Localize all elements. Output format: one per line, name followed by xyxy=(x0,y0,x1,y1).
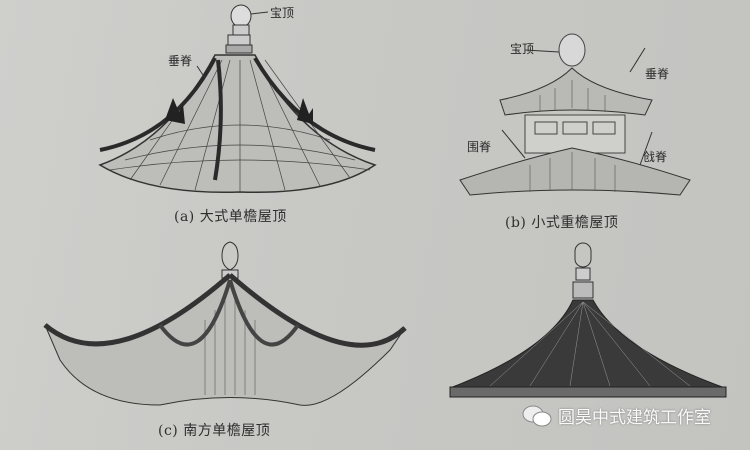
roof-c-illustration xyxy=(43,241,407,406)
label-baoding-a: 宝顶 xyxy=(270,6,295,20)
roof-b-illustration xyxy=(459,33,691,196)
wechat-icon xyxy=(522,405,552,427)
watermark: 圆昊中式建筑工作室 xyxy=(522,403,711,428)
label-chuiji-b: 垂脊 xyxy=(645,67,670,81)
figure-d-conical-roof xyxy=(430,240,750,450)
label-baoding-b: 宝顶 xyxy=(510,42,535,56)
roof-a-illustration xyxy=(98,4,377,194)
caption-c: (c) 南方单檐屋顶 xyxy=(158,423,271,439)
caption-b: (b) 小式重檐屋顶 xyxy=(505,215,619,231)
figure-c-southern-single-eave-roof: (c) 南方单檐屋顶 xyxy=(30,230,420,450)
roof-d-illustration xyxy=(449,242,727,398)
label-chuiji-a: 垂脊 xyxy=(168,54,193,68)
watermark-text: 圆昊中式建筑工作室 xyxy=(558,408,711,428)
figure-b-small-double-eave-roof: 宝顶 垂脊 围脊 戗脊 (b) 小式重檐屋顶 xyxy=(430,0,750,240)
label-weiji: 围脊 xyxy=(467,140,492,154)
caption-a: (a) 大式单檐屋顶 xyxy=(174,209,287,225)
figure-a-large-single-eave-roof: 宝顶 垂脊 (a) 大式单檐屋顶 xyxy=(0,0,400,230)
label-qiangji: 戗脊 xyxy=(643,150,668,164)
